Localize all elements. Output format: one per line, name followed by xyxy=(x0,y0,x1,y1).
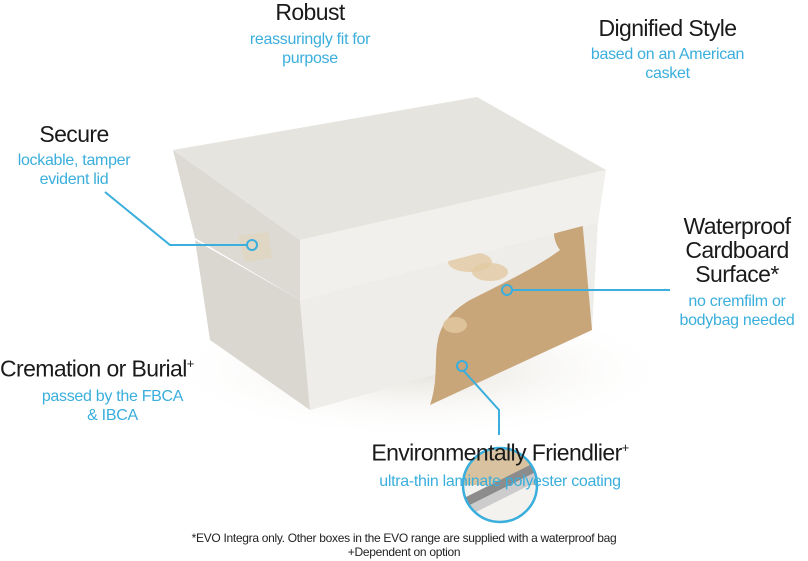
feature-robust: Robust reassuringly fit for purpose xyxy=(210,0,410,68)
dependent-mark: + xyxy=(186,356,195,371)
magnifier-detail xyxy=(461,446,539,524)
feature-description: bodybag needed xyxy=(679,312,795,329)
feature-description: reassuringly fit for purpose xyxy=(249,31,371,67)
footnotes: *EVO Integra only. Other boxes in the EV… xyxy=(100,531,708,559)
feature-description: casket xyxy=(645,65,690,82)
feature-secure: Secure lockable, tamper evident lid xyxy=(0,122,148,189)
box-body-front xyxy=(300,222,598,410)
feature-cremation-burial: Cremation or Burial+ passed by the FBCA … xyxy=(0,352,240,425)
box-lid-front xyxy=(300,170,606,300)
footnote-dependent: +Dependent on option xyxy=(347,545,461,559)
feature-title: Environmentally Friendlier xyxy=(371,439,622,466)
feature-waterproof: Waterproof Cardboard Surface* no cremfil… xyxy=(666,214,808,330)
feature-title: Dignified Style xyxy=(598,15,737,41)
box-lid-side xyxy=(173,150,300,300)
feature-title: Robust xyxy=(275,0,345,25)
feature-description: lockable, tamper xyxy=(17,152,131,169)
feature-description: & IBCA xyxy=(87,406,138,424)
feature-title: Surface* xyxy=(695,261,779,287)
feature-title: Waterproof xyxy=(683,213,792,239)
feature-title: Secure xyxy=(39,121,109,147)
feature-dignified-style: Dignified Style based on an American cas… xyxy=(560,16,775,83)
feature-title: Cremation or Burial xyxy=(0,355,187,382)
feature-description: evident lid xyxy=(39,171,109,188)
dependent-mark: + xyxy=(621,440,630,455)
feature-environmentally-friendlier: Environmentally Friendlier+ ultra-thin l… xyxy=(340,436,660,491)
box-lid-top xyxy=(173,97,606,240)
callout-lines xyxy=(104,191,670,435)
feature-description: ultra-thin laminate polyester coating xyxy=(379,472,621,490)
feature-description: passed by the FBCA xyxy=(41,387,184,405)
feature-description: no cremfilm or xyxy=(688,293,786,310)
box-body-side xyxy=(195,240,310,410)
box-window-interior xyxy=(430,195,592,405)
lock-tab xyxy=(238,232,272,262)
footnote-waterproof: *EVO Integra only. Other boxes in the EV… xyxy=(191,531,617,545)
feature-description: based on an American xyxy=(590,46,745,63)
feature-title: Cardboard xyxy=(685,237,789,263)
